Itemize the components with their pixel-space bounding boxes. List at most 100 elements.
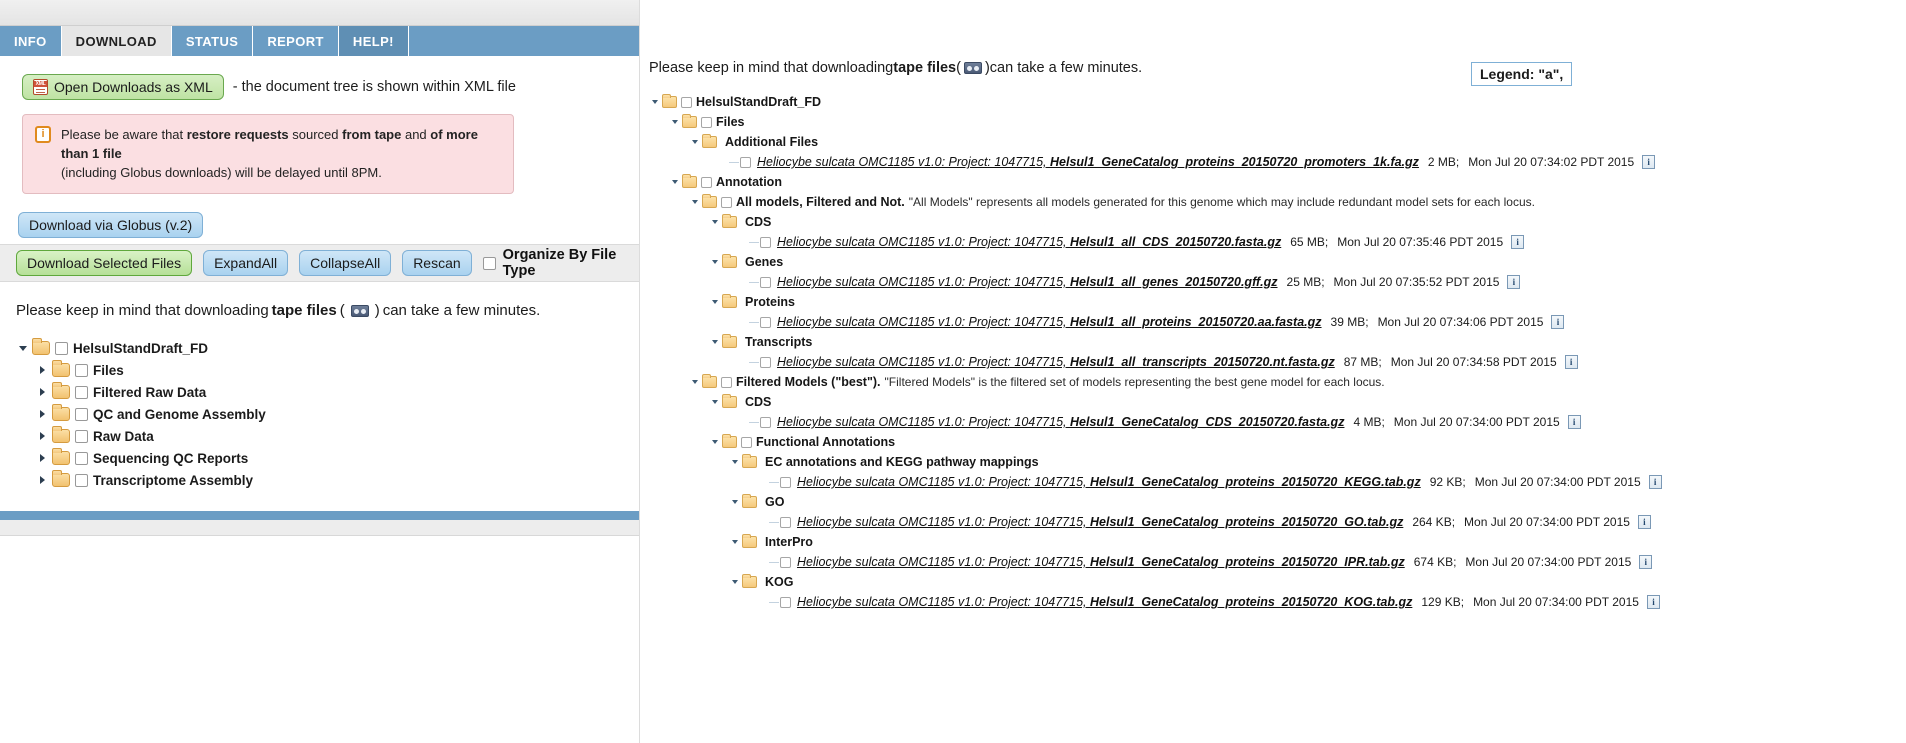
chevron-down-icon[interactable] — [669, 177, 680, 188]
tree-file-node[interactable]: Heliocybe sulcata OMC1185 v1.0: Project:… — [641, 412, 1906, 432]
chevron-down-icon[interactable] — [649, 97, 660, 108]
tree-node-checkbox[interactable] — [701, 116, 712, 128]
tree-file-node[interactable]: Heliocybe sulcata OMC1185 v1.0: Project:… — [641, 272, 1906, 292]
chevron-down-icon[interactable] — [729, 577, 740, 588]
organize-by-file-type-checkbox[interactable] — [482, 256, 496, 270]
chevron-right-icon[interactable] — [36, 452, 49, 465]
tree-folder-node[interactable]: EC annotations and KEGG pathway mappings — [641, 452, 1906, 472]
file-download-link[interactable]: Heliocybe sulcata OMC1185 v1.0: Project:… — [797, 555, 1405, 569]
file-download-link[interactable]: Heliocybe sulcata OMC1185 v1.0: Project:… — [777, 315, 1322, 329]
tree-node[interactable]: QC and Genome Assembly — [16, 403, 639, 425]
tree-node-checkbox[interactable] — [721, 376, 732, 388]
tree-node-checkbox[interactable] — [721, 196, 732, 208]
file-download-link[interactable]: Heliocybe sulcata OMC1185 v1.0: Project:… — [797, 515, 1403, 529]
tree-node-checkbox[interactable] — [75, 451, 88, 465]
chevron-down-icon[interactable] — [729, 497, 740, 508]
tree-file-node[interactable]: Heliocybe sulcata OMC1185 v1.0: Project:… — [641, 152, 1906, 172]
chevron-down-icon[interactable] — [689, 137, 700, 148]
chevron-down-icon[interactable] — [689, 377, 700, 388]
file-download-link[interactable]: Heliocybe sulcata OMC1185 v1.0: Project:… — [777, 415, 1344, 429]
tree-folder-node[interactable]: Genes — [641, 252, 1906, 272]
tree-node-checkbox[interactable] — [741, 436, 752, 448]
tree-folder-node[interactable]: InterPro — [641, 532, 1906, 552]
tree-file-node[interactable]: Heliocybe sulcata OMC1185 v1.0: Project:… — [641, 232, 1906, 252]
tree-folder-node[interactable]: All models, Filtered and Not."All Models… — [641, 192, 1906, 212]
legend-box[interactable]: Legend: "a", — [1471, 62, 1573, 86]
file-checkbox[interactable] — [760, 236, 771, 248]
chevron-down-icon[interactable] — [709, 217, 720, 228]
file-info-icon[interactable]: i — [1642, 155, 1656, 169]
file-checkbox[interactable] — [740, 156, 751, 168]
tree-folder-node[interactable]: CDS — [641, 392, 1906, 412]
chevron-down-icon[interactable] — [709, 397, 720, 408]
tab-info[interactable]: INFO — [0, 26, 62, 56]
rescan-button[interactable]: Rescan — [402, 250, 472, 276]
tree-folder-node[interactable]: HelsulStandDraft_FD — [641, 92, 1906, 112]
file-info-icon[interactable]: i — [1646, 595, 1660, 609]
open-downloads-as-xml-button[interactable]: Open Downloads as XML — [22, 74, 224, 100]
chevron-down-icon[interactable] — [16, 342, 29, 355]
chevron-down-icon[interactable] — [689, 197, 700, 208]
tree-folder-node[interactable]: Proteins — [641, 292, 1906, 312]
tree-node[interactable]: Sequencing QC Reports — [16, 447, 639, 469]
download-selected-files-button[interactable]: Download Selected Files — [16, 250, 193, 276]
chevron-down-icon[interactable] — [709, 437, 720, 448]
tree-file-node[interactable]: Heliocybe sulcata OMC1185 v1.0: Project:… — [641, 592, 1906, 612]
chevron-down-icon[interactable] — [709, 297, 720, 308]
tree-folder-node[interactable]: Filtered Models ("best")."Filtered Model… — [641, 372, 1906, 392]
collapse-all-button[interactable]: CollapseAll — [299, 250, 392, 276]
file-info-icon[interactable]: i — [1551, 315, 1565, 329]
tab-help[interactable]: HELP! — [338, 26, 409, 56]
organize-by-file-type-control[interactable]: Organize By File Type — [482, 247, 639, 279]
tree-node[interactable]: Filtered Raw Data — [16, 381, 639, 403]
chevron-down-icon[interactable] — [729, 537, 740, 548]
chevron-right-icon[interactable] — [36, 364, 49, 377]
file-info-icon[interactable]: i — [1564, 355, 1578, 369]
file-download-link[interactable]: Heliocybe sulcata OMC1185 v1.0: Project:… — [777, 355, 1335, 369]
tree-node-checkbox[interactable] — [681, 96, 692, 108]
file-checkbox[interactable] — [760, 416, 771, 428]
expand-all-button[interactable]: ExpandAll — [203, 250, 289, 276]
tree-folder-node[interactable]: Additional Files — [641, 132, 1906, 152]
file-info-icon[interactable]: i — [1648, 475, 1662, 489]
tree-folder-node[interactable]: Functional Annotations — [641, 432, 1906, 452]
tree-file-node[interactable]: Heliocybe sulcata OMC1185 v1.0: Project:… — [641, 312, 1906, 332]
tree-file-node[interactable]: Heliocybe sulcata OMC1185 v1.0: Project:… — [641, 352, 1906, 372]
file-checkbox[interactable] — [780, 516, 791, 528]
tree-folder-node[interactable]: KOG — [641, 572, 1906, 592]
tree-node-checkbox[interactable] — [75, 473, 88, 487]
tree-node-checkbox[interactable] — [75, 363, 88, 377]
file-checkbox[interactable] — [780, 476, 791, 488]
tree-folder-node[interactable]: CDS — [641, 212, 1906, 232]
file-download-link[interactable]: Heliocybe sulcata OMC1185 v1.0: Project:… — [777, 275, 1278, 289]
tree-node-checkbox[interactable] — [75, 429, 88, 443]
chevron-right-icon[interactable] — [36, 386, 49, 399]
tree-file-node[interactable]: Heliocybe sulcata OMC1185 v1.0: Project:… — [641, 512, 1906, 532]
tab-download[interactable]: DOWNLOAD — [61, 26, 172, 56]
file-download-link[interactable]: Heliocybe sulcata OMC1185 v1.0: Project:… — [797, 595, 1412, 609]
file-checkbox[interactable] — [760, 356, 771, 368]
chevron-right-icon[interactable] — [36, 474, 49, 487]
file-info-icon[interactable]: i — [1511, 235, 1525, 249]
tree-node-checkbox[interactable] — [55, 341, 68, 355]
file-download-link[interactable]: Heliocybe sulcata OMC1185 v1.0: Project:… — [777, 235, 1281, 249]
chevron-down-icon[interactable] — [709, 337, 720, 348]
file-download-link[interactable]: Heliocybe sulcata OMC1185 v1.0: Project:… — [757, 155, 1419, 169]
tab-status[interactable]: STATUS — [172, 26, 254, 56]
file-checkbox[interactable] — [780, 596, 791, 608]
tree-node-checkbox[interactable] — [75, 385, 88, 399]
tree-node[interactable]: Transcriptome Assembly — [16, 469, 639, 491]
tree-folder-node[interactable]: Annotation — [641, 172, 1906, 192]
tree-node[interactable]: HelsulStandDraft_FD — [16, 337, 639, 359]
tree-node[interactable]: Raw Data — [16, 425, 639, 447]
download-via-globus-button[interactable]: Download via Globus (v.2) — [18, 212, 204, 238]
tree-node-checkbox[interactable] — [701, 176, 712, 188]
chevron-down-icon[interactable] — [729, 457, 740, 468]
file-checkbox[interactable] — [780, 556, 791, 568]
file-info-icon[interactable]: i — [1567, 415, 1581, 429]
file-info-icon[interactable]: i — [1639, 555, 1653, 569]
tree-folder-node[interactable]: Files — [641, 112, 1906, 132]
tree-node[interactable]: Files — [16, 359, 639, 381]
chevron-down-icon[interactable] — [669, 117, 680, 128]
tree-folder-node[interactable]: GO — [641, 492, 1906, 512]
